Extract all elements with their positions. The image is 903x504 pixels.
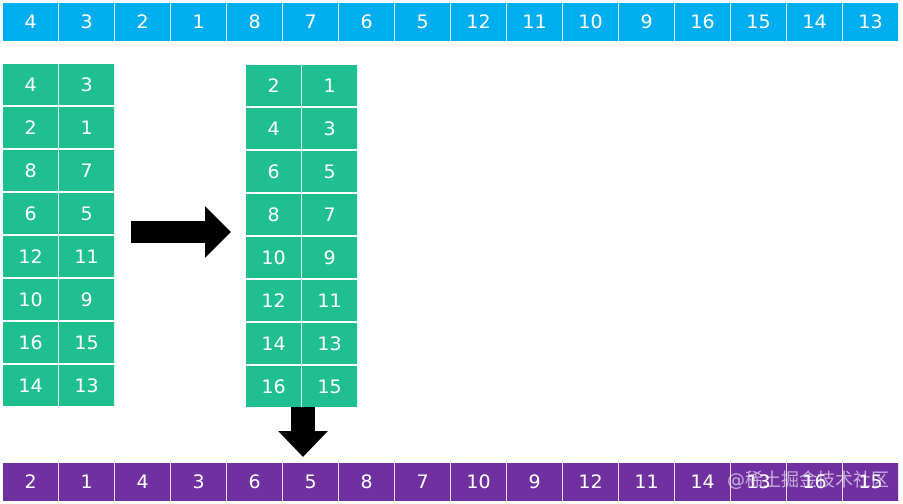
pair-after-cell: 9 xyxy=(302,237,358,278)
output-array-cell: 15 xyxy=(843,463,899,501)
input-array-cell: 6 xyxy=(339,3,395,41)
pair-after-cell: 16 xyxy=(246,366,302,407)
pair-before-cell: 13 xyxy=(59,365,115,406)
pair-before-cell: 7 xyxy=(59,150,115,191)
input-array-cell: 4 xyxy=(3,3,59,41)
output-array-cell: 11 xyxy=(619,463,675,501)
input-array-cell: 11 xyxy=(507,3,563,41)
pair-before-cell: 15 xyxy=(59,322,115,363)
input-array-cell: 16 xyxy=(675,3,731,41)
pair-before-cell: 10 xyxy=(3,279,59,320)
pair-before-cell: 3 xyxy=(59,64,115,105)
output-array-cell: 8 xyxy=(339,463,395,501)
pair-after-cell: 10 xyxy=(246,237,302,278)
output-array-cell: 6 xyxy=(227,463,283,501)
pair-before-cell: 16 xyxy=(3,322,59,363)
output-array-cell: 13 xyxy=(731,463,787,501)
output-array-cell: 1 xyxy=(59,463,115,501)
pair-after-cell: 14 xyxy=(246,323,302,364)
input-array-cell: 10 xyxy=(563,3,619,41)
pair-before-cell: 5 xyxy=(59,193,115,234)
pair-before-cell: 11 xyxy=(59,236,115,277)
watermark: @稀土掘金技术社区 xyxy=(727,470,889,491)
output-array-cell: 7 xyxy=(395,463,451,501)
output-array-cell: 5 xyxy=(283,463,339,501)
pair-after-cell: 4 xyxy=(246,108,302,149)
input-array-cell: 3 xyxy=(59,3,115,41)
pair-after-cell: 15 xyxy=(302,366,358,407)
pair-before-cell: 6 xyxy=(3,193,59,234)
pair-after-cell: 6 xyxy=(246,151,302,192)
output-array-cell: 9 xyxy=(507,463,563,501)
pair-before-cell: 9 xyxy=(59,279,115,320)
output-array-cell: 4 xyxy=(115,463,171,501)
pair-after-cell: 12 xyxy=(246,280,302,321)
pair-after-cell: 7 xyxy=(302,194,358,235)
input-array-cell: 2 xyxy=(115,3,171,41)
output-array-cell: 16 xyxy=(787,463,843,501)
input-array-cell: 8 xyxy=(227,3,283,41)
pair-before-cell: 1 xyxy=(59,107,115,148)
pair-after-cell: 1 xyxy=(302,65,358,106)
arrow-right-icon xyxy=(131,206,231,258)
pair-after-cell: 2 xyxy=(246,65,302,106)
pair-before-cell: 4 xyxy=(3,64,59,105)
pair-before-cell: 12 xyxy=(3,236,59,277)
arrow-down-icon xyxy=(278,407,328,457)
input-array-cell: 13 xyxy=(843,3,899,41)
pair-before-cell: 2 xyxy=(3,107,59,148)
pair-after-cell: 8 xyxy=(246,194,302,235)
pair-after-cell: 3 xyxy=(302,108,358,149)
pair-after-cell: 13 xyxy=(302,323,358,364)
pair-before-cell: 8 xyxy=(3,150,59,191)
output-array-cell: 3 xyxy=(171,463,227,501)
output-array-cell: 12 xyxy=(563,463,619,501)
input-array-cell: 7 xyxy=(283,3,339,41)
pair-before-cell: 14 xyxy=(3,365,59,406)
input-array-cell: 15 xyxy=(731,3,787,41)
input-array-cell: 1 xyxy=(171,3,227,41)
pair-after-cell: 11 xyxy=(302,280,358,321)
input-array-cell: 9 xyxy=(619,3,675,41)
output-array-cell: 10 xyxy=(451,463,507,501)
output-array-cell: 14 xyxy=(675,463,731,501)
pair-after-cell: 5 xyxy=(302,151,358,192)
input-array-cell: 14 xyxy=(787,3,843,41)
input-array-cell: 12 xyxy=(451,3,507,41)
input-array-cell: 5 xyxy=(395,3,451,41)
output-array-cell: 2 xyxy=(3,463,59,501)
